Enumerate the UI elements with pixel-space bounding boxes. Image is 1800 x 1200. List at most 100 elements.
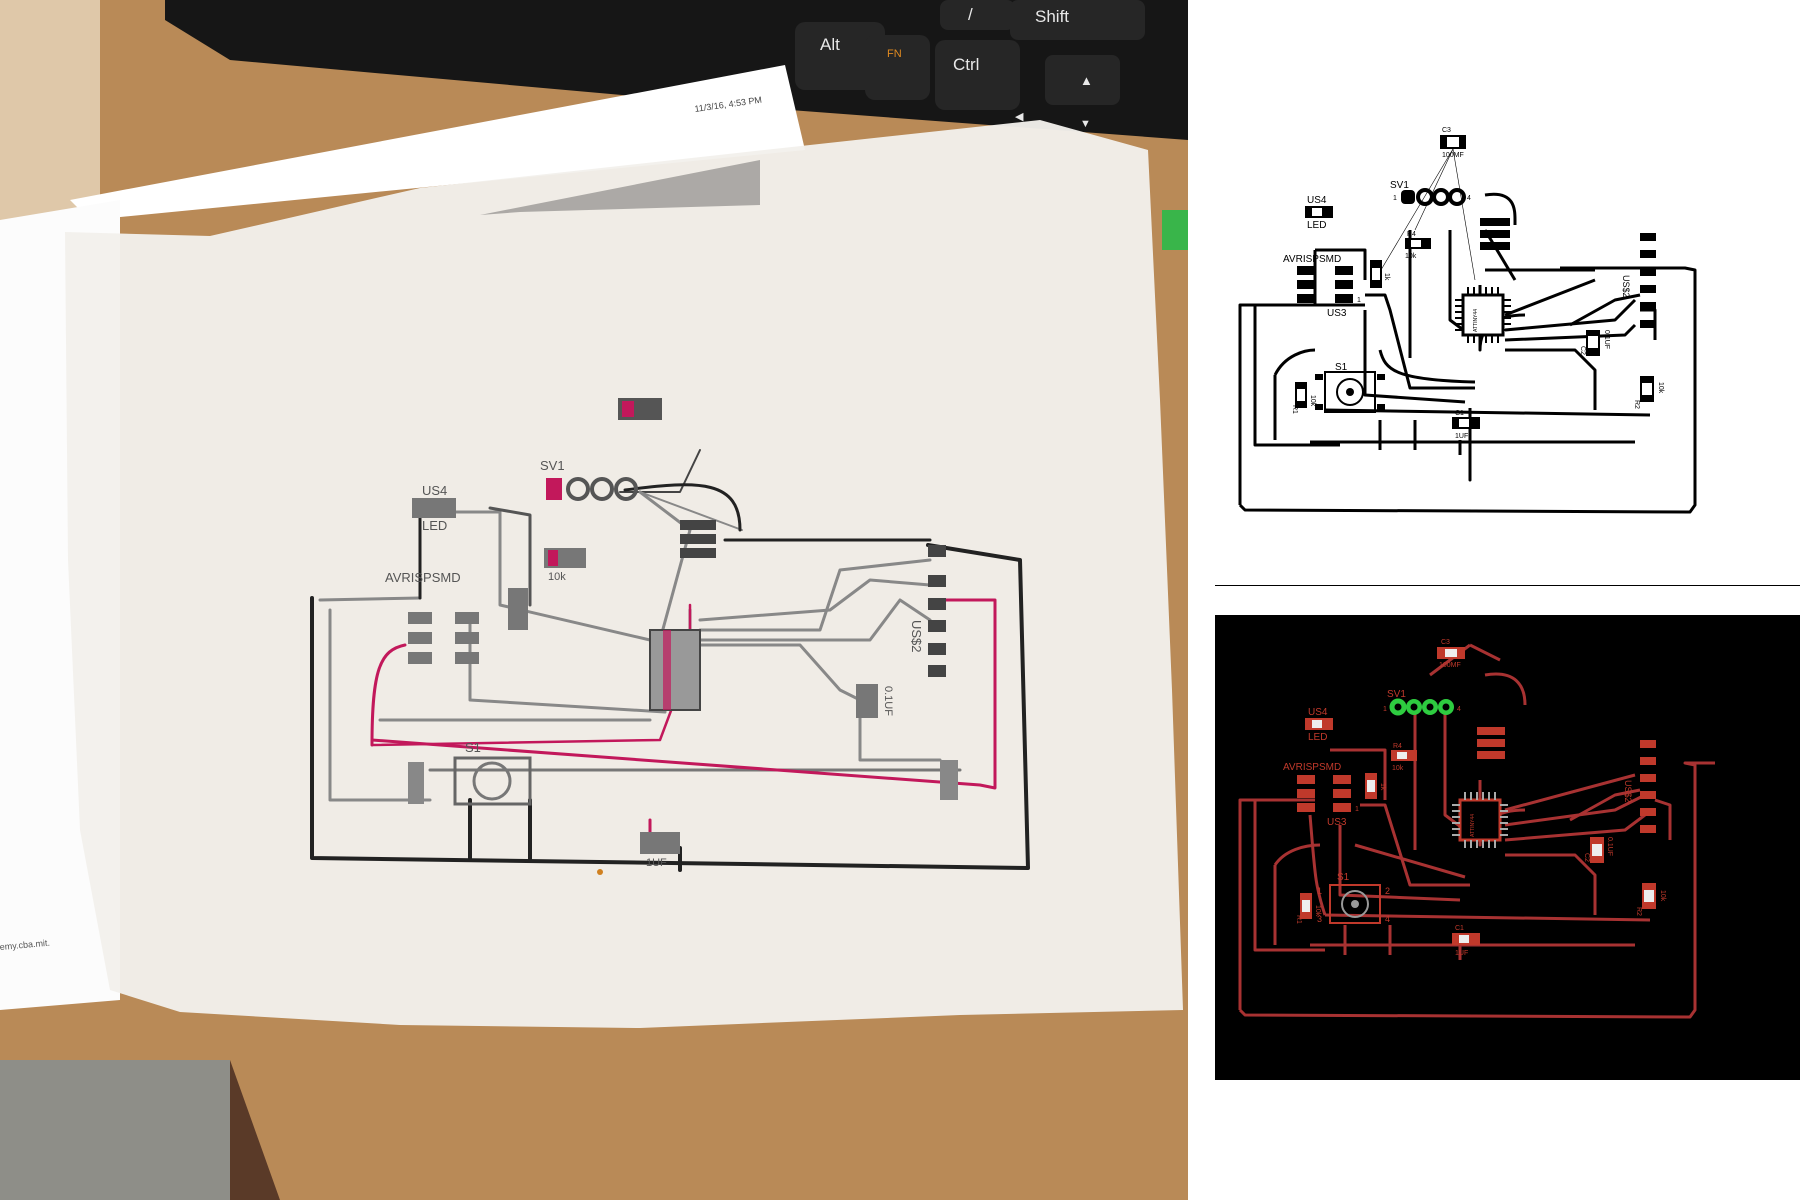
red-r4-value: 10k <box>1392 765 1404 772</box>
traced-us4-label: US4 <box>422 483 447 498</box>
red-sv1-pin4: 4 <box>1457 706 1461 713</box>
red-avrispsmd-label: AVRISPSMD <box>1283 762 1341 773</box>
bw-us3-label: US3 <box>1327 308 1347 319</box>
key-ctrl <box>935 40 1020 110</box>
red-s1 <box>1329 884 1381 924</box>
red-us4-label: US4 <box>1308 707 1328 718</box>
red-s1-pin2: 2 <box>1385 886 1390 896</box>
bw-avrispsmd-label: AVRISPSMD <box>1283 254 1341 265</box>
red-s1-pin1: 1 <box>1317 886 1322 896</box>
traced-c2-value: 0.1UF <box>882 686 894 716</box>
red-us3-pin: 1 <box>1355 806 1359 813</box>
red-traces <box>1238 643 1715 1019</box>
bw-s1 <box>1324 371 1376 413</box>
traced-ic <box>649 629 701 711</box>
bw-s1-label: S1 <box>1335 362 1348 373</box>
red-sv1-pin1: 1 <box>1383 706 1387 713</box>
traced-components: SV1 US4 LED 10k AVRISPSMD <box>385 398 958 875</box>
bw-r4-label: R4 <box>1407 231 1416 238</box>
red-c3-label: C3 <box>1441 639 1450 646</box>
traced-s1 <box>453 756 532 806</box>
red-s1-pin4: 4 <box>1385 914 1390 924</box>
bw-r4-value: 10k <box>1405 253 1417 260</box>
red-c1-value: 1UF <box>1455 950 1468 957</box>
red-c3-value: 100MF <box>1439 662 1461 669</box>
chair-leg <box>230 1060 280 1200</box>
bw-c3-value: 100MF <box>1442 152 1464 159</box>
keyboard: Alt FN Ctrl / Shift ▲ ◀ ▼ <box>165 0 1188 140</box>
bw-us3-pin: 1 <box>1357 297 1361 304</box>
paper-corner <box>0 0 100 230</box>
bw-sv1-pin4: 4 <box>1467 195 1471 202</box>
red-sv1-label: SV1 <box>1387 689 1406 700</box>
traced-us4 <box>412 498 456 518</box>
bw-r1-label: R1 <box>1291 405 1298 414</box>
bw-c2-value: 0.1UF <box>1603 330 1610 349</box>
pcb-layout-red: C3 100MF SV1 1 4 US4 LED R4 10k AVRISPSM… <box>1238 639 1715 1019</box>
traced-c1-value: 1UF <box>646 857 667 869</box>
bw-r1-value: 10k <box>1309 395 1316 407</box>
key-slash <box>940 0 1015 30</box>
bw-us2-label: US$2 <box>1621 275 1631 298</box>
traced-r1 <box>408 762 424 804</box>
bw-sv1-pin1: 1 <box>1393 195 1397 202</box>
green-object <box>1162 210 1188 250</box>
key-shift <box>1010 0 1145 40</box>
traced-sv1-label: SV1 <box>540 458 565 473</box>
key-down-label: ▼ <box>1080 118 1091 130</box>
bw-led-label: LED <box>1307 220 1326 231</box>
traced-r3 <box>508 588 528 630</box>
key-fn-label: FN <box>887 48 902 60</box>
red-us3-label: US3 <box>1327 817 1347 828</box>
traced-c2 <box>856 684 878 718</box>
photo-panel: Alt FN Ctrl / Shift ▲ ◀ ▼ D1 LE J IS <box>0 0 1188 1200</box>
bw-r2-value: 10k <box>1657 382 1664 394</box>
red-r2-label: R2 <box>1635 907 1642 916</box>
red-c2-label: C2 <box>1583 853 1590 862</box>
bw-ic-label: ATTINY44 <box>1473 309 1479 332</box>
key-slash-label: / <box>968 5 973 24</box>
traced-r2 <box>940 760 958 800</box>
key-alt-label: Alt <box>820 35 840 54</box>
red-c2-value: 0.1UF <box>1606 837 1613 856</box>
pcb-layout-bw-panel: C3 100MF SV1 1 4 US4 LED R4 10k AVRISPSM… <box>1215 120 1800 586</box>
floor <box>0 1060 230 1200</box>
printout-url: emy.cba.mit. <box>0 938 50 952</box>
key-alt <box>795 22 885 90</box>
traced-sv1-pin1 <box>546 478 562 500</box>
bw-c1-label: C1 <box>1455 410 1464 417</box>
traced-c1 <box>640 832 680 854</box>
red-r1-value: 10k <box>1314 905 1321 917</box>
bw-c2-label: C2 <box>1579 346 1586 355</box>
red-us2-label: US$2 <box>1623 780 1633 803</box>
key-shift-label: Shift <box>1035 7 1069 26</box>
traced-r4-value: 10k <box>548 571 566 583</box>
bw-c3-label: C3 <box>1442 127 1451 134</box>
key-ctrl-label: Ctrl <box>953 55 979 74</box>
bw-components: C3 100MF SV1 1 4 US4 LED R4 10k AVRISPSM… <box>1283 127 1664 440</box>
red-r2-value: 10k <box>1659 890 1666 902</box>
keyboard-shadow-through-tissue <box>480 160 760 215</box>
traced-avrispsmd-label: AVRISPSMD <box>385 570 461 585</box>
red-ic-label: ATTINY44 <box>1470 814 1476 837</box>
red-r4-label: R4 <box>1393 743 1402 750</box>
traced-led-label: LED <box>422 518 447 533</box>
traced-us2-label: US$2 <box>909 620 924 653</box>
pcb-layout-red-panel: C3 100MF SV1 1 4 US4 LED R4 10k AVRISPSM… <box>1215 615 1800 1080</box>
bw-traces <box>1238 192 1697 514</box>
bw-r2-label: R2 <box>1633 400 1640 409</box>
bw-us4-label: US4 <box>1307 195 1327 206</box>
tissue-paper <box>65 120 1183 1028</box>
pcb-layout-bw: C3 100MF SV1 1 4 US4 LED R4 10k AVRISPSM… <box>1238 127 1697 514</box>
key-up <box>1045 55 1120 105</box>
red-components: C3 100MF SV1 1 4 US4 LED R4 10k AVRISPSM… <box>1283 639 1666 957</box>
red-c1-label: C1 <box>1455 925 1464 932</box>
bw-ic <box>1461 293 1505 337</box>
photo-illustration: Alt FN Ctrl / Shift ▲ ◀ ▼ D1 LE J IS <box>0 0 1188 1200</box>
traced-s1-label: S1 <box>465 740 481 755</box>
key-fn <box>865 35 930 100</box>
key-left-label: ◀ <box>1015 111 1024 123</box>
bw-sv1-label: SV1 <box>1390 180 1409 191</box>
red-s1-pin3: 3 <box>1317 914 1322 924</box>
bw-r3-value: 1k <box>1383 273 1390 281</box>
